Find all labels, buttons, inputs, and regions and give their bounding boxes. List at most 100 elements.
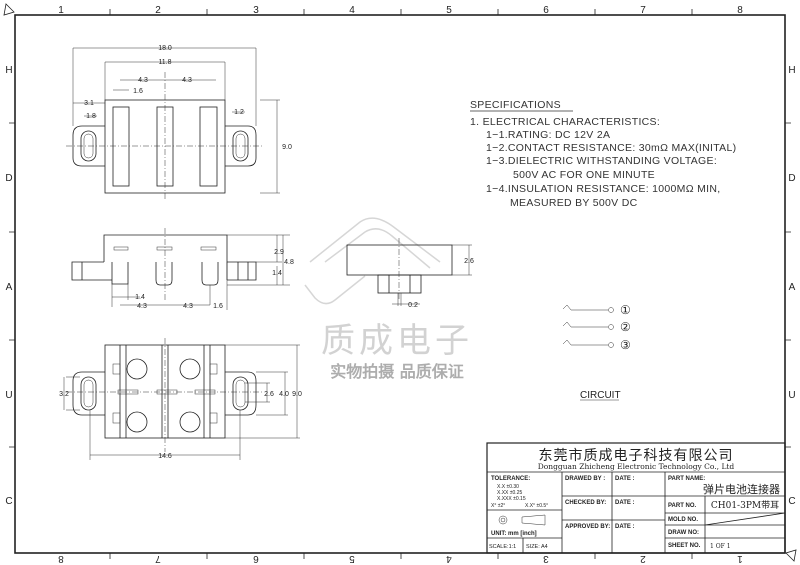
svg-text:U: U [5,390,12,401]
svg-text:X.X ±0.30: X.X ±0.30 [497,484,519,490]
svg-text:2.9: 2.9 [274,249,284,256]
svg-text:C: C [5,496,12,507]
svg-text:APPROVED BY:: APPROVED BY: [565,524,610,530]
svg-text:X.X° ±0.5°: X.X° ±0.5° [525,503,548,509]
svg-text:8: 8 [737,5,743,16]
svg-text:X.XXX ±0.15: X.XXX ±0.15 [497,496,526,502]
svg-text:A: A [789,282,796,293]
svg-text:2: 2 [155,5,161,16]
svg-text:3: 3 [543,553,549,564]
part-name: 弹片电池连接器 [703,482,780,496]
svg-text:11.8: 11.8 [158,59,171,66]
svg-text:DATE :: DATE : [615,476,635,482]
svg-text:1 OF 1: 1 OF 1 [710,543,731,550]
svg-text:X° ±2°: X° ±2° [491,503,505,509]
svg-text:1.6: 1.6 [133,88,143,95]
svg-text:1.6: 1.6 [213,303,223,310]
svg-text:1.8: 1.8 [86,113,96,120]
svg-text:4.0: 4.0 [279,391,289,398]
top-view: 18.0 11.8 4.3 4.3 1.6 3.1 1.8 1.2 9.0 [66,45,292,200]
circuit-diagram: ① ② ③ CIRCUIT [562,303,631,401]
svg-text:6: 6 [253,553,259,564]
svg-text:4.3: 4.3 [137,303,147,310]
svg-text:1.4: 1.4 [135,294,145,301]
bottom-view: 3.2 2.6 4.0 9.0 14.6 [59,338,302,460]
svg-text:1.4: 1.4 [272,270,282,277]
svg-text:H: H [5,65,12,76]
part-number: CH01-3PM带耳 [711,500,779,511]
svg-text:CHECKED BY:: CHECKED BY: [565,500,606,506]
svg-text:1−4.INSULATION RESISTANCE: 100: 1−4.INSULATION RESISTANCE: 1000MΩ MIN, [486,183,720,195]
svg-text:SIZE: A4: SIZE: A4 [526,544,548,550]
svg-text:4: 4 [446,553,452,564]
svg-text:H: H [788,65,795,76]
row-labels: H D A U C H D A U C [5,65,795,507]
orientation-mark-icon [3,3,15,16]
svg-text:5: 5 [446,5,452,16]
svg-text:TOLERANCE:: TOLERANCE: [491,476,530,482]
svg-text:6: 6 [543,5,549,16]
watermark-brand: 质成电子 [321,321,473,361]
svg-text:②: ② [620,320,631,334]
svg-text:4: 4 [349,5,355,16]
svg-text:DRAW NO:: DRAW NO: [668,530,699,536]
svg-text:4.8: 4.8 [284,259,294,266]
svg-text:③: ③ [620,338,631,352]
svg-text:MOLD NO.: MOLD NO. [668,517,698,523]
svg-text:DATE :: DATE : [615,524,635,530]
svg-text:9.0: 9.0 [282,144,292,151]
svg-text:1−1.RATING: DC 12V 2A: 1−1.RATING: DC 12V 2A [486,129,610,141]
specifications-title: SPECIFICATIONS [470,99,561,111]
svg-text:500V AC FOR ONE MINUTE: 500V AC FOR ONE MINUTE [513,169,655,181]
drawing-border [14,14,786,554]
svg-text:8: 8 [58,553,64,564]
svg-text:1−2.CONTACT RESISTANCE: 30mΩ M: 1−2.CONTACT RESISTANCE: 30mΩ MAX(INITAL) [486,142,736,154]
circuit-label: CIRCUIT [580,390,621,401]
svg-text:2: 2 [640,553,646,564]
svg-text:DATE :: DATE : [615,500,635,506]
frame-ticks [9,9,791,559]
svg-text:C: C [788,496,795,507]
svg-text:3: 3 [253,5,259,16]
svg-text:UNIT: mm [inch]: UNIT: mm [inch] [491,531,537,537]
svg-text:14.6: 14.6 [158,453,172,460]
svg-text:0.2: 0.2 [408,302,418,309]
svg-text:2.6: 2.6 [464,258,474,265]
company-name-cn: 东莞市质成电子科技有限公司 [539,447,734,464]
title-block: 东莞市质成电子科技有限公司 Dongguan Zhicheng Electron… [486,442,786,554]
orientation-mark-icon [785,549,797,562]
svg-text:X.XX ±0.25: X.XX ±0.25 [497,490,522,496]
watermark-slogan: 实物拍摄 品质保证 [330,362,464,381]
svg-text:SHEET NO.: SHEET NO. [668,543,701,549]
svg-text:PART NO.: PART NO. [668,503,697,509]
svg-text:A: A [6,282,13,293]
svg-text:SCALE:1:1: SCALE:1:1 [489,544,516,550]
end-view: 2.6 0.2 [346,238,474,309]
svg-text:3.2: 3.2 [59,391,69,398]
svg-text:4.3: 4.3 [183,303,193,310]
specifications: SPECIFICATIONS 1. ELECTRICAL CHARACTERIS… [470,99,736,209]
svg-text:①: ① [620,303,631,317]
svg-text:1. ELECTRICAL CHARACTERISTICS:: 1. ELECTRICAL CHARACTERISTICS: [470,116,660,128]
svg-text:1.2: 1.2 [234,109,244,116]
svg-text:D: D [5,173,12,184]
svg-text:4.3: 4.3 [138,77,148,84]
svg-text:D: D [788,173,795,184]
column-labels-bottom: 8 7 6 5 4 3 2 1 [58,553,743,564]
svg-text:9.0: 9.0 [292,391,302,398]
svg-text:7: 7 [155,553,161,564]
svg-text:18.0: 18.0 [158,45,172,52]
svg-text:1: 1 [737,553,743,564]
svg-text:3.1: 3.1 [84,100,94,107]
svg-text:5: 5 [349,553,355,564]
projection-symbol-icon [498,514,546,526]
svg-text:U: U [788,390,795,401]
svg-text:DRAWED BY :: DRAWED BY : [565,476,605,482]
svg-text:4.3: 4.3 [182,77,192,84]
svg-text:7: 7 [640,5,646,16]
side-view: 2.9 4.8 1.4 1.4 4.3 4.3 1.6 [71,228,294,310]
svg-text:1: 1 [58,5,64,16]
svg-text:1−3.DIELECTRIC WITHSTANDING VO: 1−3.DIELECTRIC WITHSTANDING VOLTAGE: [486,155,717,167]
column-labels-top: 1 2 3 4 5 6 7 8 [58,5,743,16]
